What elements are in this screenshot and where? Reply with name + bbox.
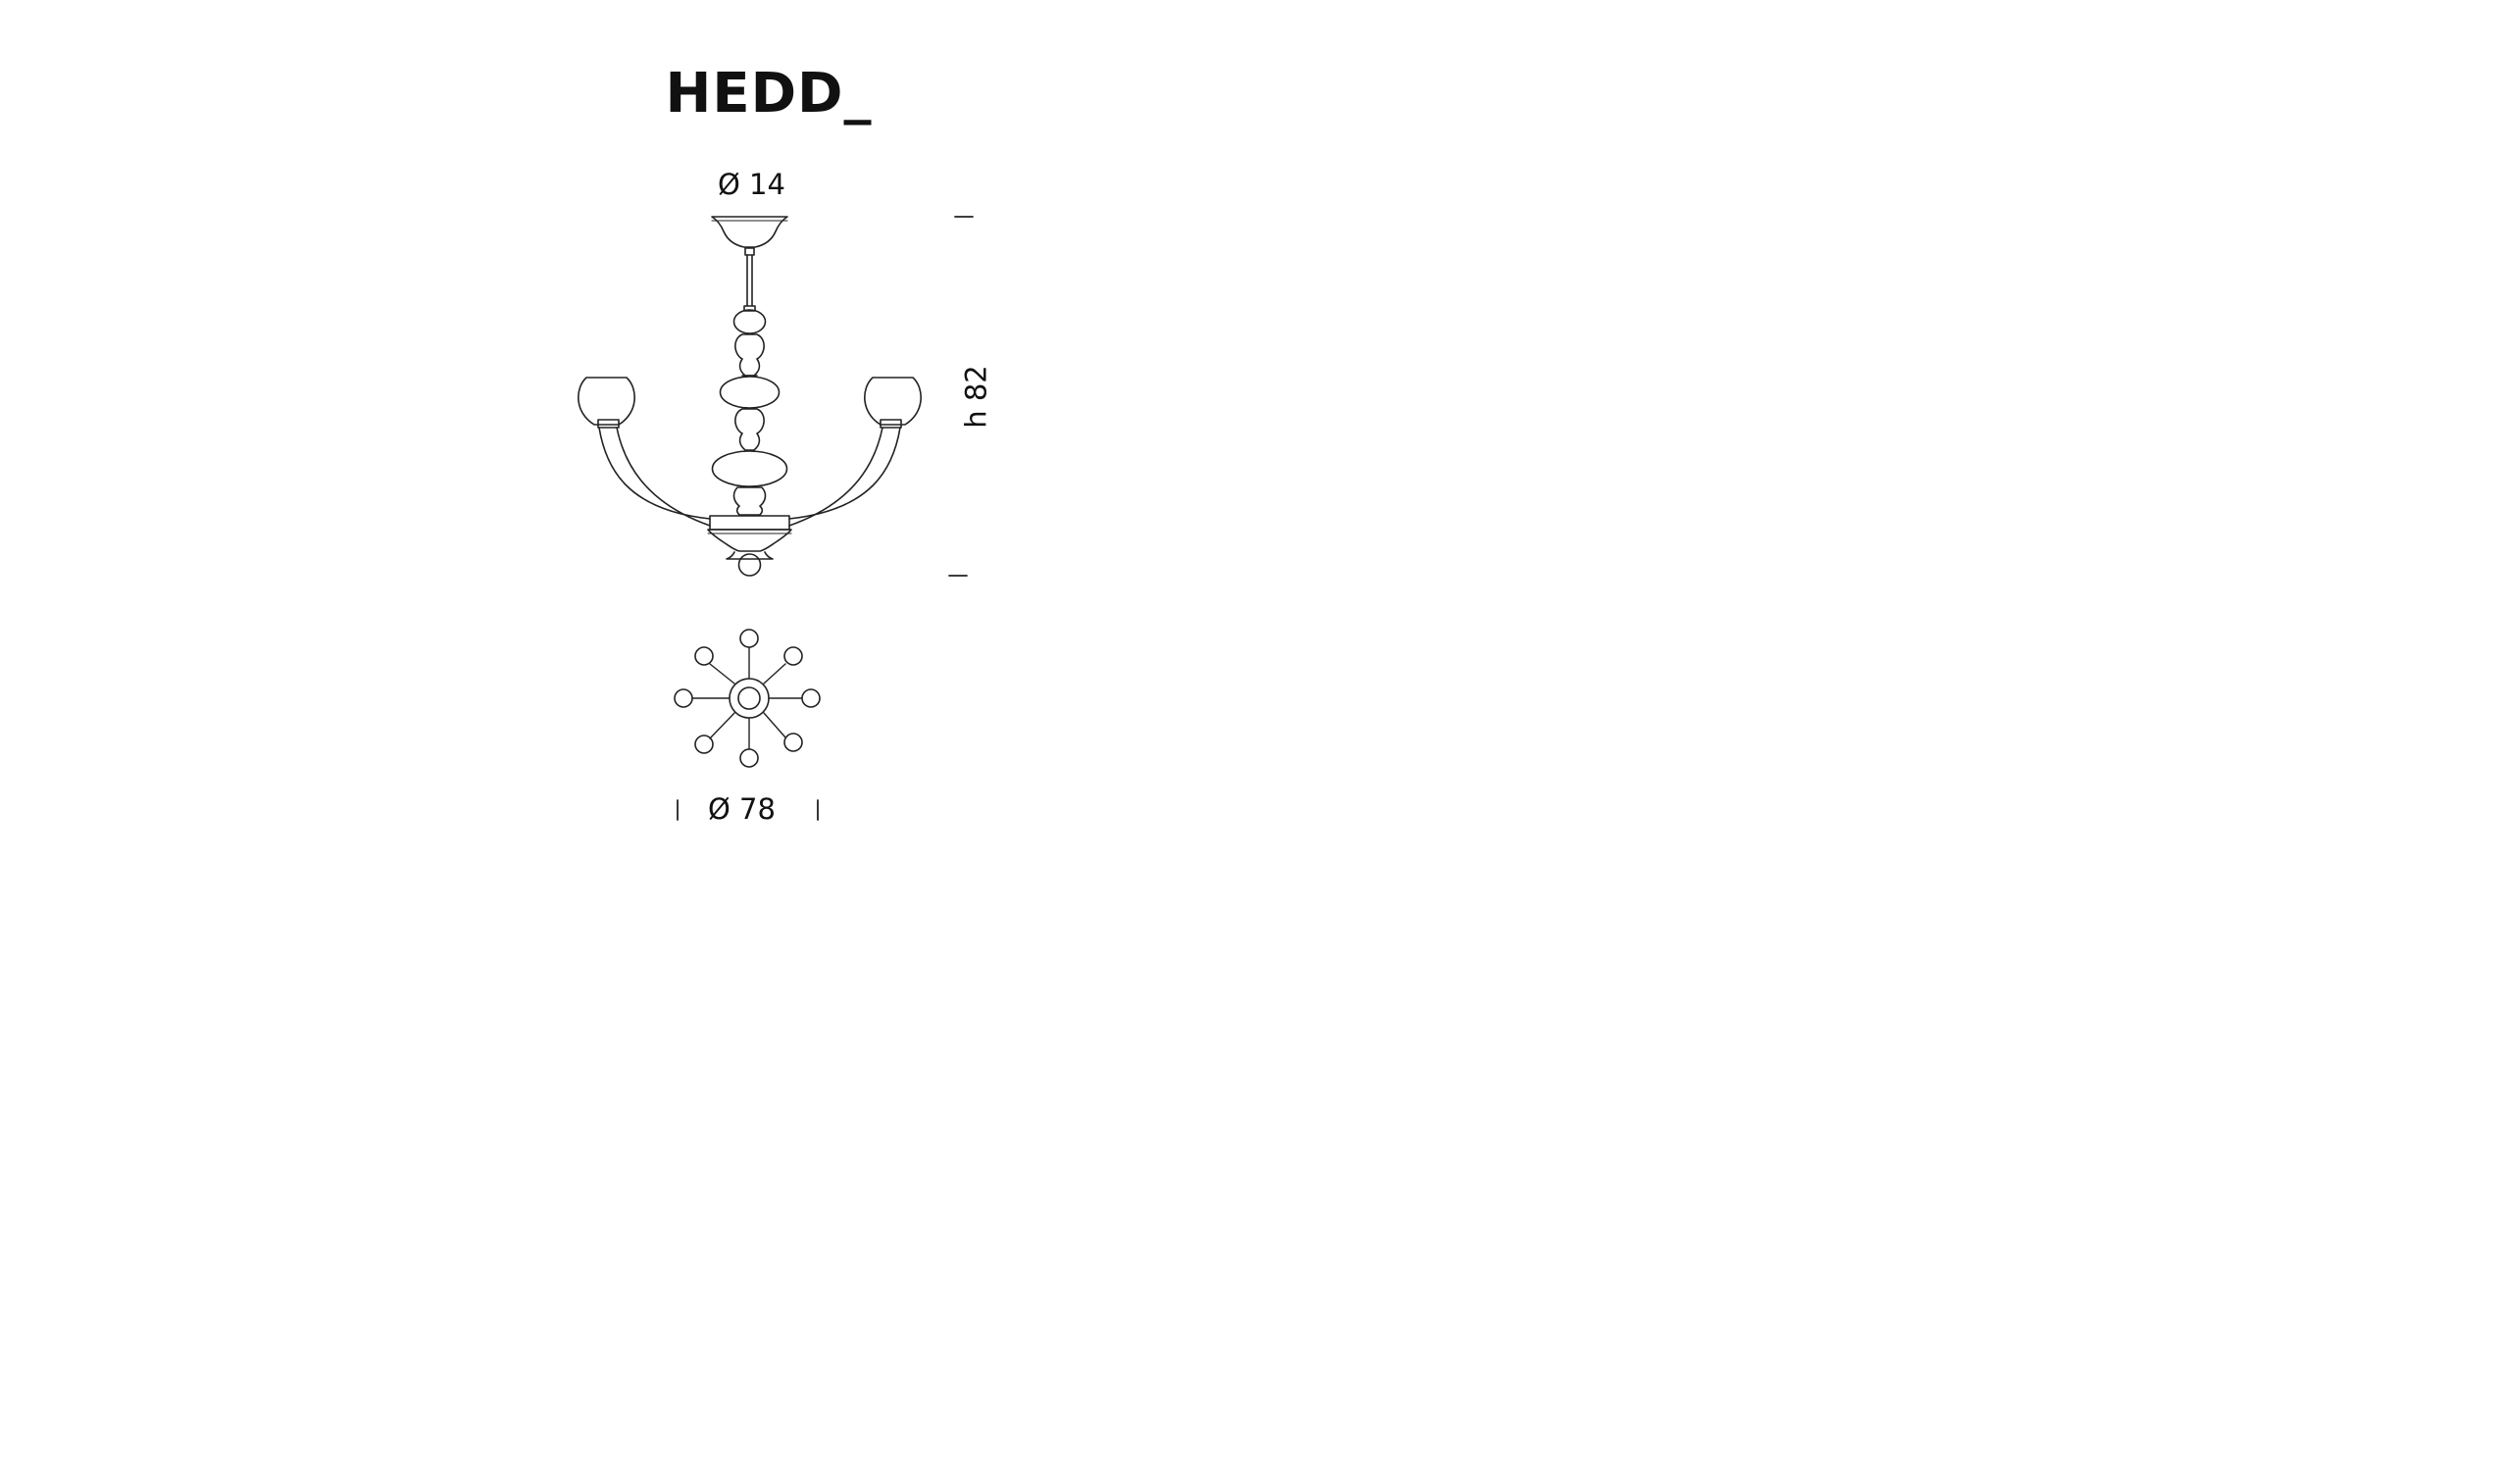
- diameter-dimension-ticks: [677, 799, 819, 821]
- chandelier-technical-drawing: [578, 216, 974, 821]
- plan-hub-inner: [737, 686, 761, 710]
- canopy-diameter-label: Ø 14: [718, 168, 785, 201]
- ceiling-canopy: [711, 216, 788, 248]
- plan-spokes: [691, 646, 803, 750]
- height-dimension-ticks: [948, 216, 974, 577]
- glass-stem: [711, 309, 788, 516]
- right-arm: [788, 377, 922, 527]
- product-title: HEDD_: [665, 62, 873, 126]
- central-hub: [707, 515, 792, 577]
- right-glass-shade: [864, 377, 922, 426]
- suspension-rod: [743, 247, 756, 312]
- left-arm: [578, 377, 711, 527]
- plan-hub-outer: [729, 678, 770, 719]
- plan-shades: [674, 629, 821, 768]
- chandelier-elevation-view: [578, 216, 922, 577]
- left-glass-shade: [578, 377, 635, 426]
- overall-diameter-label: Ø 78: [708, 792, 776, 826]
- chandelier-plan-view: [674, 629, 821, 768]
- bottom-finial: [737, 553, 762, 577]
